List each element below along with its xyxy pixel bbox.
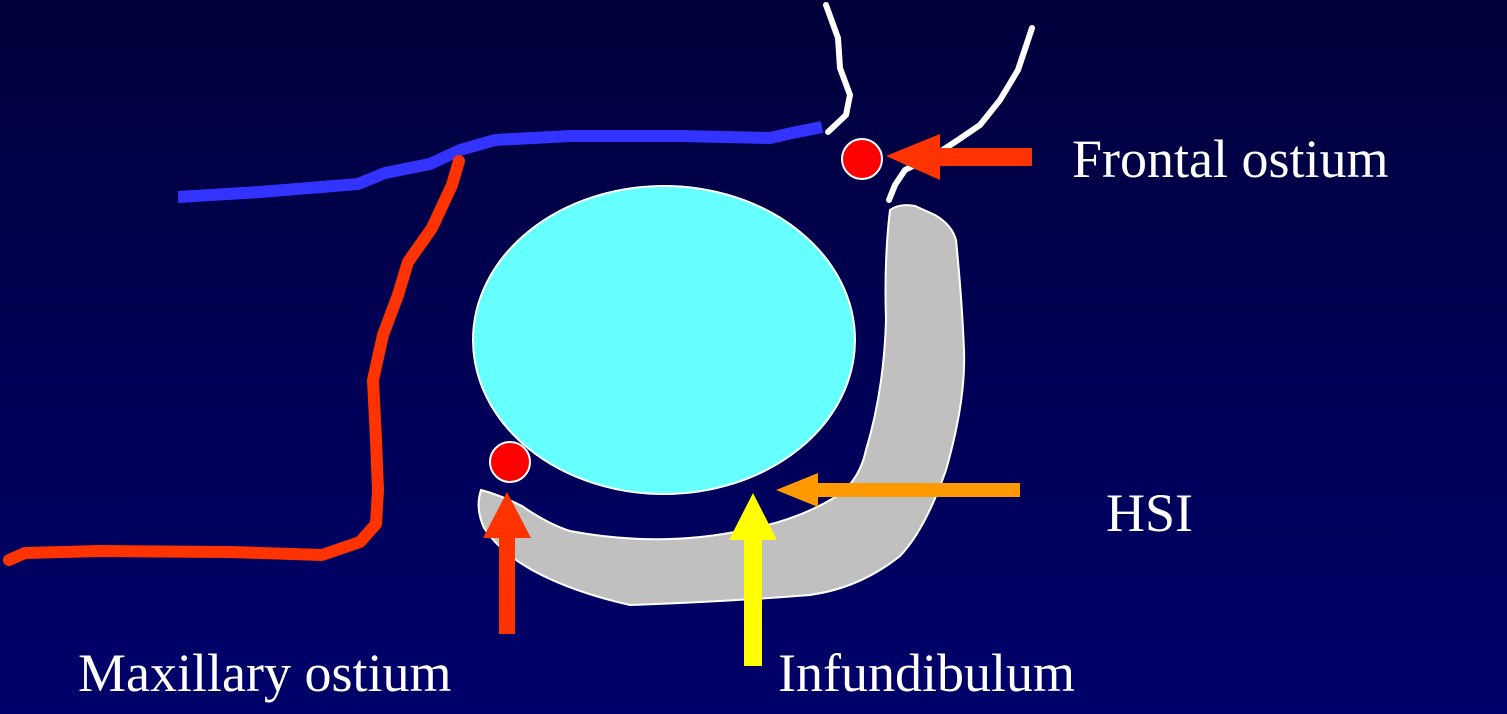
infundibulum-label: Infundibulum: [778, 646, 1075, 700]
white-frontal-recess-line-right: [889, 28, 1032, 200]
blue-skull-base-line: [178, 127, 822, 197]
red-uncinate-line: [9, 161, 459, 560]
maxillary-ostium-label: Maxillary ostium: [78, 646, 451, 700]
white-frontal-recess-line-left: [826, 5, 850, 132]
frontal-ostium-dot: [842, 139, 882, 179]
maxillary-ostium-dot: [490, 442, 530, 482]
frontal-ostium-label: Frontal ostium: [1072, 132, 1389, 186]
hsi-label: HSI: [1106, 486, 1193, 540]
ethmoid-bulla: [473, 186, 855, 494]
